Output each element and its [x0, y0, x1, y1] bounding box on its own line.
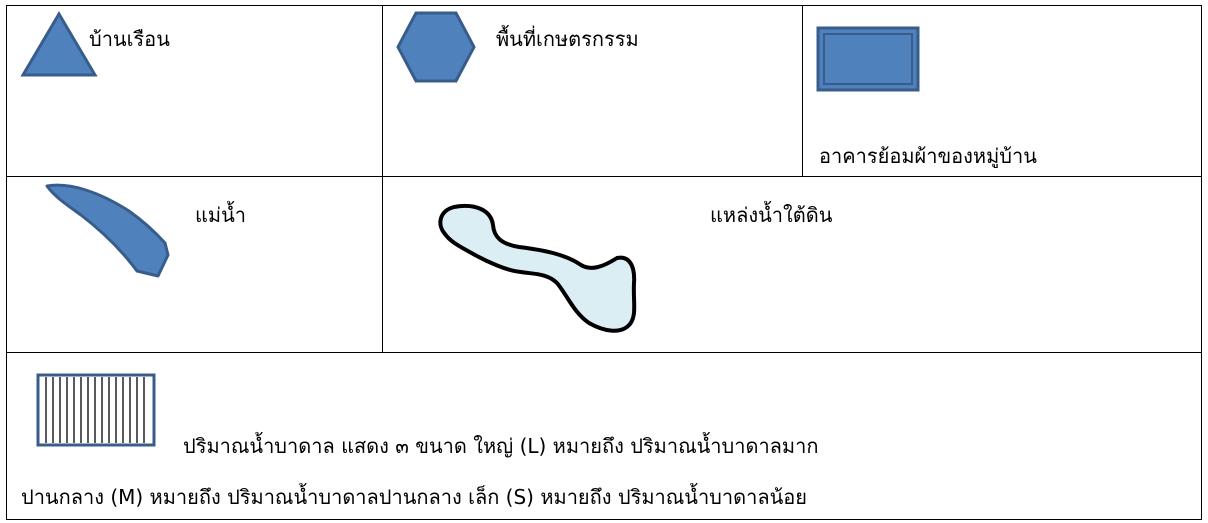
legend-cell-river: แม่น้ำ [6, 176, 383, 353]
hexagon-icon [396, 11, 476, 83]
legend-text-groundwater-volume-line2: ปานกลาง (M) หมายถึง ปริมาณน้ำบาดาลปานกลา… [21, 485, 807, 509]
map-legend-table: บ้านเรือน พื้นที่เกษตรกรรม อาคารย้อมผ้าข… [6, 5, 1202, 520]
legend-label-weaving-building: อาคารย้อมผ้าของหมู่บ้าน [819, 144, 1037, 168]
legend-label-groundwater-source: แหล่งน้ำใต้ดิน [710, 203, 833, 227]
legend-cell-agricultural-area: พื้นที่เกษตรกรรม [382, 5, 803, 177]
legend-label-river: แม่น้ำ [195, 203, 246, 227]
legend-cell-house: บ้านเรือน [6, 5, 383, 177]
river-icon [45, 183, 170, 278]
striped-box-icon [36, 373, 156, 447]
rectangle-icon [816, 26, 920, 92]
legend-cell-weaving-building: อาคารย้อมผ้าของหมู่บ้าน [802, 5, 1202, 177]
legend-text-groundwater-volume-line1: ปริมาณน้ำบาดาล แสดง ๓ ขนาด ใหญ่ (L) หมาย… [183, 434, 819, 458]
legend-cell-groundwater-source: แหล่งน้ำใต้ดิน [382, 176, 1202, 353]
groundwater-icon [438, 204, 637, 333]
legend-label-house: บ้านเรือน [89, 27, 170, 51]
triangle-icon [20, 11, 98, 77]
legend-label-agricultural-area: พื้นที่เกษตรกรรม [496, 27, 639, 51]
legend-cell-groundwater-volume: ปริมาณน้ำบาดาล แสดง ๓ ขนาด ใหญ่ (L) หมาย… [6, 352, 1202, 520]
